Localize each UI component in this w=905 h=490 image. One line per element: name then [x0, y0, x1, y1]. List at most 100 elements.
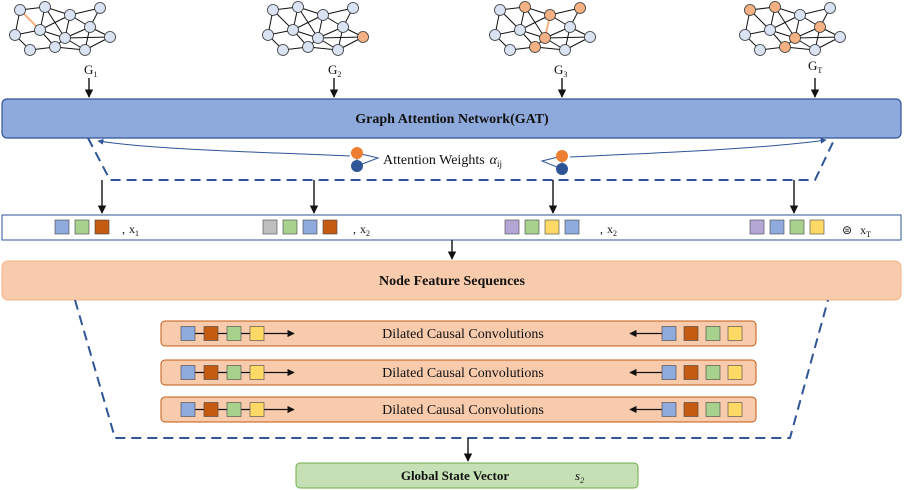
conv-square	[683, 365, 699, 380]
graph-node	[539, 32, 551, 44]
graph-node	[267, 4, 279, 16]
graph-node	[544, 9, 556, 21]
graph-node	[312, 32, 324, 44]
graph-snapshot-3	[489, 1, 596, 56]
graph-node	[574, 2, 586, 14]
graph-node	[292, 1, 304, 13]
conv-row-label: Dilated Causal Convolutions	[382, 403, 544, 418]
graph-node	[34, 24, 46, 36]
conv-row-box	[160, 396, 757, 423]
graph-node	[494, 4, 506, 16]
conv-square	[727, 365, 743, 380]
attention-curve-left	[97, 138, 351, 157]
graph-node	[834, 31, 846, 43]
graph-node	[59, 32, 71, 44]
feature-square	[54, 219, 70, 235]
graph-node	[754, 44, 766, 56]
conv-row-label: Dilated Causal Convolutions	[382, 327, 544, 342]
graph-node	[24, 44, 36, 56]
graph-node	[302, 41, 314, 53]
graph-node	[809, 44, 821, 56]
attention-curve-right	[569, 137, 827, 158]
conv-square	[661, 326, 677, 341]
graph-node	[9, 29, 21, 41]
graph-node	[277, 44, 289, 56]
feature-squares	[54, 219, 825, 235]
graph-node	[64, 9, 76, 21]
conv-square	[249, 326, 265, 341]
conv-square	[705, 326, 721, 341]
conv-square	[705, 402, 721, 417]
graph-node	[332, 44, 344, 56]
graph-node	[357, 31, 369, 43]
attention-node-pair-left	[351, 147, 380, 172]
graph-node	[104, 31, 116, 43]
graph-node	[769, 1, 781, 13]
graph-snapshot-2	[262, 1, 369, 56]
global-state-title: Global State Vector	[401, 468, 510, 483]
graph-label-2: G2	[328, 62, 341, 79]
conv-square	[249, 402, 265, 417]
graph-node	[779, 41, 791, 53]
feature-square	[749, 219, 765, 235]
graph-node	[794, 9, 806, 21]
graph-node	[789, 32, 801, 44]
graph-label-3: G3	[554, 62, 567, 79]
graph-node	[489, 29, 501, 41]
graph-node	[317, 9, 329, 21]
graph-label-t: GT	[808, 58, 822, 75]
conv-square	[705, 365, 721, 380]
conv-square	[727, 402, 743, 417]
feature-square	[564, 219, 580, 235]
conv-row-box	[160, 320, 757, 347]
conv-square	[661, 365, 677, 380]
conv-square	[661, 402, 677, 417]
graph-node	[519, 1, 531, 13]
conv-square	[249, 365, 265, 380]
graph-node	[584, 31, 596, 43]
conv-square	[226, 365, 242, 380]
global-state-symbol: s2	[575, 468, 584, 485]
conv-row-label: Dilated Causal Convolutions	[382, 366, 544, 381]
feature-square	[262, 219, 278, 235]
graph-node	[84, 21, 96, 33]
global-state-box	[295, 462, 639, 489]
node-feature-sequences-title: Node Feature Sequences	[379, 274, 525, 289]
graph-label-1: G1	[84, 62, 97, 79]
gat-dashed-region	[87, 137, 836, 181]
feature-square	[302, 219, 318, 235]
conv-square	[727, 326, 743, 341]
attention-node-pair-right	[540, 150, 568, 175]
feature-square	[504, 219, 520, 235]
feature-square	[524, 219, 540, 235]
graph-node	[287, 24, 299, 36]
graph-node	[14, 4, 26, 16]
feature-square	[544, 219, 560, 235]
feature-square	[94, 219, 110, 235]
graph-node	[559, 44, 571, 56]
graph-node	[504, 44, 516, 56]
conv-row-box	[160, 359, 757, 386]
graph-node	[564, 21, 576, 33]
graph-node	[764, 24, 776, 36]
conv-square	[180, 326, 196, 341]
graph-node	[79, 44, 91, 56]
conv-square	[683, 402, 699, 417]
graph-node	[744, 4, 756, 16]
graph-node	[824, 2, 836, 14]
feature-square	[322, 219, 338, 235]
graph-node	[337, 21, 349, 33]
conv-square	[203, 326, 219, 341]
node-feature-sequences-box	[1, 260, 902, 301]
feature-square	[282, 219, 298, 235]
conv-square	[180, 365, 196, 380]
conv-square	[203, 365, 219, 380]
graph-snapshot-1	[9, 1, 116, 56]
graph-node	[94, 2, 106, 14]
feature-square	[809, 219, 825, 235]
graph-node	[514, 24, 526, 36]
conv-square	[180, 402, 196, 417]
feature-square	[769, 219, 785, 235]
